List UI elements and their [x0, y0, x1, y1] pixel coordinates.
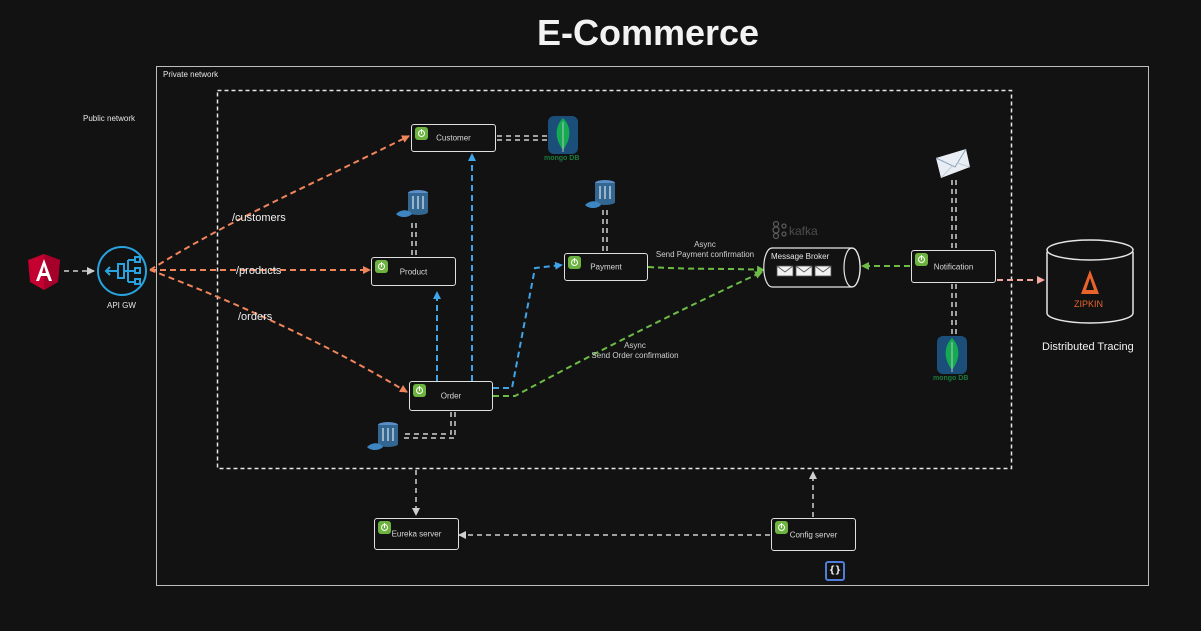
payment-to-broker-arrow [647, 265, 765, 274]
order-service-label: Order [440, 391, 462, 401]
message-broker-shape [763, 247, 861, 288]
spring-icon [775, 521, 788, 534]
notification-service-label: Notification [933, 262, 974, 271]
mongodb-label: mongo DB [544, 155, 580, 162]
customer-service[interactable]: Customer [411, 124, 496, 152]
postgresql-icon [396, 190, 428, 217]
order-async-note: Async Send Order confirmation [580, 341, 690, 361]
config-file-icon: {} [825, 561, 845, 581]
product-service[interactable]: Product [371, 257, 456, 286]
route-orders-label: /orders [238, 311, 273, 323]
route-customers-arrow [149, 135, 410, 271]
product-service-label: Product [399, 267, 428, 276]
route-products-label: /products [236, 265, 282, 277]
kafka-brand-label: kafka [789, 224, 818, 238]
kafka-icon [772, 220, 787, 240]
angular-icon [28, 254, 60, 290]
payment-async-line2: Send Payment confirmation [655, 250, 755, 259]
order-service[interactable]: Order [409, 381, 493, 411]
public-network-label: Public network [83, 114, 136, 123]
zipkin-brand-label: ZIPKIN [1074, 299, 1104, 309]
envelope-icon [935, 148, 971, 179]
spring-icon [568, 256, 581, 269]
postgresql-icon [367, 422, 398, 450]
route-orders-arrow [149, 269, 408, 393]
payment-service[interactable]: Payment [564, 253, 648, 281]
payment-async-line1: Async [694, 240, 716, 249]
api-gateway-icon [97, 246, 147, 296]
spring-icon [375, 260, 388, 273]
zipkin-icon [1046, 239, 1134, 324]
spring-icon [378, 521, 391, 534]
order-async-line1: Async [624, 341, 646, 350]
page-title: E-Commerce [536, 12, 760, 53]
private-network-boundary [156, 66, 1149, 586]
config-server-label: Config server [789, 530, 838, 539]
postgresql-icon [585, 180, 615, 208]
notification-service[interactable]: Notification [911, 250, 996, 283]
payment-async-note: Async Send Payment confirmation [640, 240, 770, 260]
route-customers-label: /customers [232, 212, 286, 224]
config-server[interactable]: Config server [771, 518, 856, 551]
spring-icon [415, 127, 428, 140]
order-async-line2: Send Order confirmation [591, 351, 679, 360]
spring-icon [413, 384, 426, 397]
mongodb-icon [937, 336, 967, 374]
message-broker-label: Message Broker [771, 252, 830, 261]
spring-icon [915, 253, 928, 266]
mongodb-label: mongo DB [933, 375, 969, 382]
order-to-payment-arrow [493, 261, 563, 389]
distributed-tracing-label: Distributed Tracing [1042, 341, 1134, 353]
mongodb-icon [548, 116, 578, 154]
eureka-server-label: Eureka server [391, 529, 442, 539]
api-gateway-label: API GW [107, 301, 136, 310]
envelope-icon [776, 265, 832, 277]
customer-service-label: Customer [436, 133, 471, 143]
order-to-broker-arrow [493, 271, 763, 397]
payment-service-label: Payment [590, 262, 622, 272]
eureka-server[interactable]: Eureka server [374, 518, 459, 550]
private-network-label: Private network [163, 70, 219, 79]
